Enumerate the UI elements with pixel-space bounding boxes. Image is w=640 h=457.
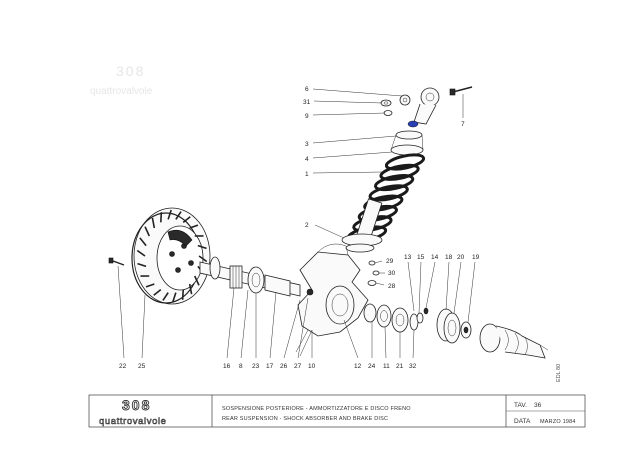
- disc-slot: [175, 211, 182, 220]
- tav-value: 36: [534, 402, 542, 409]
- bolt-7: [449, 86, 473, 96]
- title-english: REAR SUSPENSION - SHOCK ABSORBER AND BRA…: [222, 416, 388, 422]
- data-label: DATA: [514, 418, 531, 425]
- disc-slot: [144, 226, 151, 237]
- disc-slot: [137, 262, 147, 268]
- brake-disc: [131, 207, 211, 305]
- callout-31: 31: [303, 99, 311, 106]
- disc-slot: [151, 217, 156, 229]
- callout-17: 17: [266, 363, 274, 370]
- disc-slot: [167, 209, 172, 220]
- callout-16: 16: [223, 363, 231, 370]
- callout-6: 6: [305, 86, 309, 93]
- disc-slot: [182, 216, 191, 223]
- cv-joint-19: [479, 323, 549, 359]
- callout-1: 1: [305, 171, 309, 178]
- shock-absorber-assembly: [341, 86, 473, 253]
- bearing-23: [247, 266, 265, 294]
- spring-coil-turn: [374, 173, 415, 192]
- callout-28: 28: [388, 283, 396, 290]
- callout-19: 19: [472, 254, 480, 261]
- callout-12: 12: [354, 363, 362, 370]
- disc-slot: [189, 224, 199, 229]
- callout-3: 3: [305, 141, 309, 148]
- spring-coil-turn: [368, 184, 409, 202]
- outer-bearing-stack: [363, 303, 429, 333]
- disc-slot: [153, 289, 162, 296]
- watermark-model: 308: [116, 63, 145, 79]
- hub-carrier: [295, 243, 369, 357]
- callout-18: 18: [445, 254, 453, 261]
- title-italian: SOSPENSIONE POSTERIORE - AMMORTIZZATORE …: [222, 406, 411, 412]
- callout-21: 21: [396, 363, 404, 370]
- drive-flange-18-20: [436, 308, 472, 344]
- callout-13: 13: [404, 254, 412, 261]
- callout-15: 15: [417, 254, 425, 261]
- disc-slot: [181, 289, 185, 300]
- bump-ring: [407, 120, 419, 128]
- disc-slot: [136, 249, 146, 257]
- callout-numbers: 6 31 9 3 4 1 7 2 29 30 28 13 15 14 18 20…: [119, 86, 480, 370]
- callout-20: 20: [457, 254, 465, 261]
- callout-22: 22: [119, 363, 127, 370]
- callout-9: 9: [305, 113, 309, 120]
- callout-10: 10: [308, 363, 316, 370]
- disc-slot: [197, 244, 207, 250]
- title-block: 308 quattrovalvole SOSPENSIONE POSTERIOR…: [88, 394, 586, 428]
- disc-slot: [188, 283, 193, 295]
- disc-slot: [139, 237, 147, 247]
- callout-27: 27: [294, 363, 302, 370]
- callout-8: 8: [239, 363, 243, 370]
- callout-4: 4: [305, 156, 309, 163]
- spring-coil-turn: [363, 194, 404, 212]
- callout-14: 14: [431, 254, 439, 261]
- callout-32: 32: [409, 363, 417, 370]
- small-parts-29-30-28: [367, 260, 380, 286]
- disc-slot: [162, 292, 169, 301]
- disc-slot: [198, 255, 208, 263]
- disc-slot: [145, 283, 155, 288]
- callout-30: 30: [388, 270, 396, 277]
- disc-cooling-slots: [136, 209, 208, 303]
- spring-coil-turn: [384, 153, 426, 171]
- disc-slot: [172, 292, 177, 303]
- upper-spring-cup: [390, 130, 424, 156]
- drawing-code: EDL 80: [556, 364, 562, 382]
- spline-16: [229, 265, 243, 289]
- hub-axle: [199, 256, 301, 297]
- callout-29: 29: [386, 258, 394, 265]
- logo-model: 308: [122, 397, 151, 413]
- model-logo: 308 quattrovalvole: [99, 397, 167, 428]
- callout-24: 24: [368, 363, 376, 370]
- spring-coil-turn: [379, 163, 420, 181]
- spacer-17: [264, 274, 291, 297]
- watermark-name: quattrovalvole: [90, 86, 153, 97]
- disc-slot: [193, 275, 200, 286]
- callout-25: 25: [138, 363, 146, 370]
- callout-23: 23: [252, 363, 260, 370]
- watermark-logo: 308 quattrovalvole: [90, 63, 153, 97]
- screw-22: [108, 257, 125, 266]
- disc-slot: [159, 212, 163, 223]
- tav-label: TAV.: [514, 402, 527, 409]
- callout-11: 11: [383, 363, 390, 370]
- data-value: MARZO 1984: [540, 419, 576, 425]
- logo-name: quattrovalvole: [99, 416, 167, 427]
- callout-26: 26: [280, 363, 288, 370]
- leader-lines: [117, 88, 476, 359]
- callout-7: 7: [461, 121, 465, 128]
- callout-2: 2: [305, 222, 309, 229]
- shock-top-eye: [399, 87, 440, 125]
